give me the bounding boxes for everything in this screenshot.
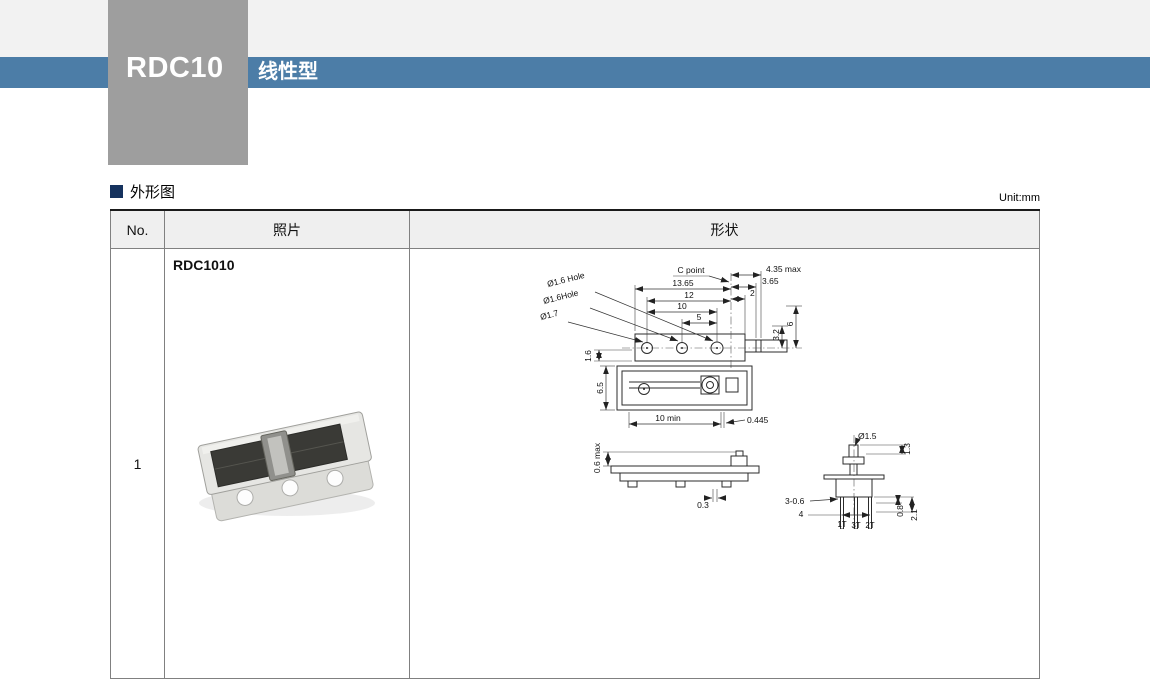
model-name: RDC10 [126, 52, 224, 84]
unit-label: Unit:mm [999, 192, 1040, 204]
dim-13-65: 13.65 [672, 278, 694, 288]
dim-4: 4 [799, 509, 804, 519]
dim-2-1: 2.1 [909, 509, 919, 521]
label-hole-1-6-a: Ø1.6 Hole [546, 270, 586, 289]
dim-dia-1-5: Ø1.5 [858, 431, 877, 441]
spec-table: No. 照片 形状 1 RDC1010 [110, 209, 1040, 679]
dim-0-8: 0.8 [895, 505, 905, 517]
terminal-1t: 1T [837, 520, 846, 529]
dim-3-0-6: 3-0.6 [785, 496, 805, 506]
table-row: 1 RDC1010 [110, 249, 1040, 679]
side-profile-view: 0.6 max 0.3 [592, 442, 760, 510]
table-header-row: No. 照片 形状 [110, 211, 1040, 249]
label-hole-1-7: Ø1.7 [539, 308, 560, 322]
front-view: 1.6 6.5 10 min 0.445 [583, 349, 769, 428]
cell-shape: 13.65 12 10 5 4.35 max 3.65 2 3 [410, 249, 1040, 679]
terminal-3t: 3T [851, 521, 860, 529]
dim-4-35-max: 4.35 max [766, 264, 802, 274]
dim-3-2: 3.2 [771, 329, 781, 341]
section-header: 外形图 [110, 181, 175, 202]
col-header-shape: 形状 [410, 211, 1040, 249]
terminal-2t: 2T [865, 521, 874, 529]
dim-1-3: 1.3 [902, 443, 912, 455]
dim-0-3: 0.3 [697, 500, 709, 510]
end-view: Ø1.5 1.3 0.8 2.1 3-0.6 [785, 431, 919, 529]
dim-1-6: 1.6 [583, 350, 593, 362]
cell-photo: RDC1010 [165, 249, 410, 679]
dim-10: 10 [677, 301, 687, 311]
col-header-no: No. [110, 211, 165, 249]
product-photo [197, 411, 375, 522]
dim-2: 2 [750, 288, 755, 298]
dim-0-6-max: 0.6 max [592, 442, 602, 473]
label-hole-1-6-b: Ø1.6Hole [542, 287, 580, 305]
dim-6: 6 [785, 321, 795, 326]
dimension-drawing: 13.65 12 10 5 4.35 max 3.65 2 3 [539, 264, 919, 529]
dim-6-5: 6.5 [595, 382, 605, 394]
top-view: 13.65 12 10 5 4.35 max 3.65 2 3 [539, 264, 802, 369]
dim-0-445: 0.445 [747, 415, 769, 425]
cell-no: 1 [110, 249, 165, 679]
model-box: RDC10 [108, 0, 248, 165]
series-type-label: 线性型 [258, 61, 318, 83]
dim-12: 12 [684, 290, 694, 300]
dim-5: 5 [697, 312, 702, 322]
label-c-point: C point [678, 265, 706, 275]
part-number: RDC1010 [173, 257, 235, 273]
col-header-photo: 照片 [165, 211, 410, 249]
section-bullet-icon [110, 185, 123, 198]
dim-3-65: 3.65 [762, 276, 779, 286]
dim-10-min: 10 min [655, 413, 681, 423]
row-number: 1 [133, 455, 142, 472]
section-title: 外形图 [130, 184, 176, 201]
